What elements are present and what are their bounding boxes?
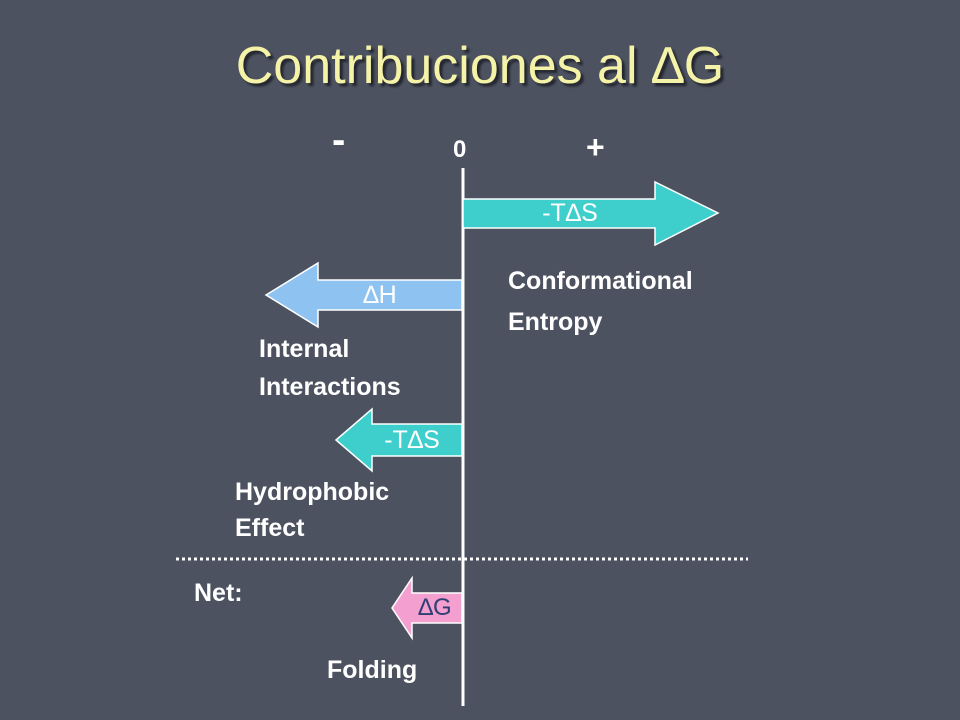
conformational-entropy-arrow [462, 180, 720, 247]
enthalpy-arrow-label: ∆H [363, 281, 397, 309]
axis-plus-label: + [586, 129, 605, 165]
net-label: Net: [194, 579, 243, 607]
slide-title: Contribuciones al ∆G [235, 37, 725, 95]
axis-zero-label: 0 [453, 136, 467, 163]
folding-label: Folding [327, 656, 418, 684]
internal-label-line2: Interactions [259, 373, 401, 401]
hydrophobic-label-line2: Effect [235, 514, 305, 542]
conformational-label-line2: Entropy [508, 308, 603, 336]
net-folding-arrow [391, 575, 463, 641]
axis-minus-label: - [332, 118, 346, 162]
internal-label-line1: Internal [259, 335, 350, 363]
conformational-arrow-label: -T∆S [542, 199, 598, 227]
hydrophobic-label-line1: Hydrophobic [235, 478, 390, 506]
conformational-label-line1: Conformational [508, 267, 693, 295]
hydrophobic-effect-arrow [334, 407, 463, 473]
net-arrow-label: ∆G [418, 594, 452, 621]
internal-interactions-arrow [264, 261, 463, 329]
hydrophobic-arrow-label: -T∆S [384, 426, 440, 454]
